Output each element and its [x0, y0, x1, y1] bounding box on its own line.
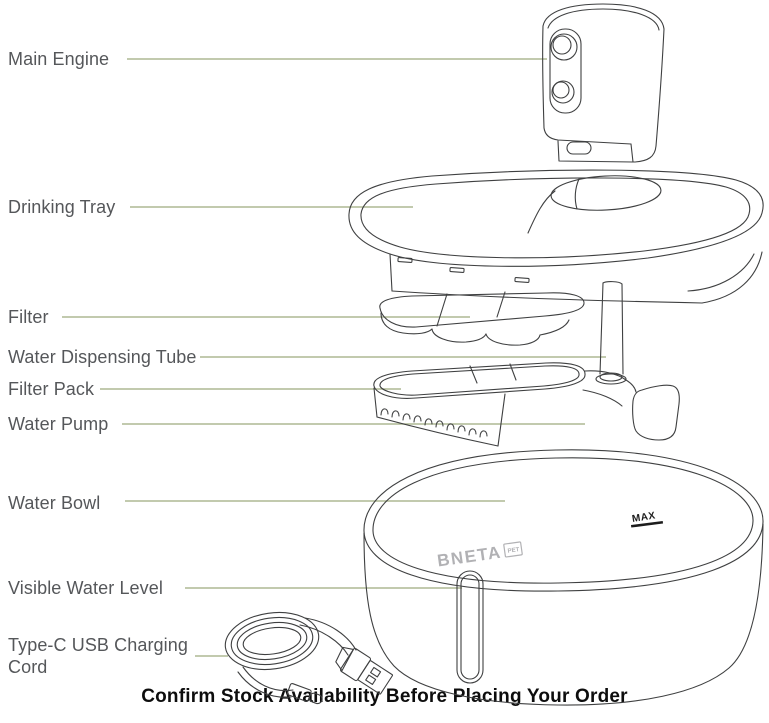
cable-coil: [224, 611, 320, 671]
bneta-logo: BNETA PET: [436, 541, 523, 571]
label-water-dispensing-tube: Water Dispensing Tube: [8, 347, 197, 367]
label-water-bowl: Water Bowl: [8, 493, 101, 513]
label-filter: Filter: [8, 307, 49, 327]
engine-knob-top: [550, 33, 578, 61]
label-visible-water-level: Visible Water Level: [8, 578, 163, 598]
stock-availability-caption: Confirm Stock Availability Before Placin…: [141, 686, 628, 707]
label-filter-pack: Filter Pack: [8, 379, 95, 399]
engine-knob-track: [549, 28, 582, 114]
filter-pack-drawing: [373, 362, 586, 447]
label-drinking-tray: Drinking Tray: [8, 197, 116, 217]
max-text: MAX: [631, 510, 656, 525]
water-dispensing-tube-drawing: [599, 281, 624, 375]
water-bowl-drawing: BNETA PET MAX: [363, 449, 764, 706]
logo-badge-text: PET: [507, 547, 520, 555]
max-underline: [630, 520, 664, 528]
water-pump-drawing: [582, 370, 680, 441]
tray-engine-recess: [550, 175, 662, 211]
engine-knob-bottom: [551, 80, 575, 104]
max-marking: MAX: [630, 510, 664, 528]
filter-drawing: [379, 291, 585, 346]
label-main-engine: Main Engine: [8, 49, 110, 69]
logo-badge-box: [503, 541, 523, 558]
main-engine-drawing: [542, 3, 665, 163]
engine-base-tab: [566, 141, 592, 155]
drinking-tray-drawing: [348, 169, 764, 304]
logo-text: BNETA: [436, 543, 503, 571]
water-level-window: [456, 570, 484, 684]
label-water-pump: Water Pump: [8, 414, 109, 434]
label-type-c-usb-charging-cord: Type-C USB Charging Cord: [8, 635, 188, 677]
